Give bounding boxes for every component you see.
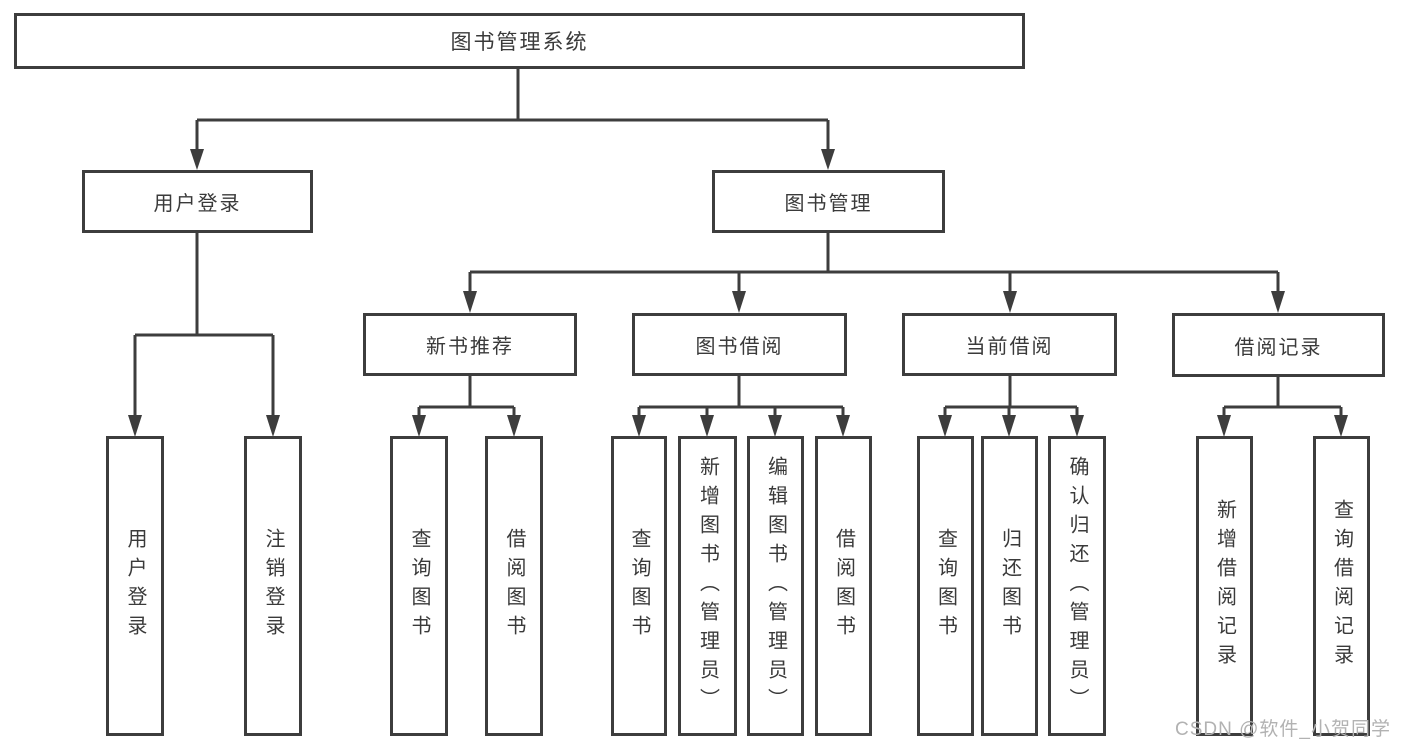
csdn-watermark: CSDN @软件_小贺同学	[1175, 719, 1391, 740]
leaf-borrow-books-borrowing: 借阅图书	[815, 436, 872, 736]
leaf-query-books-current: 查询图书	[917, 436, 974, 736]
node-user-login: 用户登录	[82, 170, 313, 233]
node-borrowing-records: 借阅记录	[1172, 313, 1385, 377]
leaf-add-book-admin: 新增图书（管理员）	[678, 436, 737, 736]
leaf-query-books-recommend: 查询图书	[390, 436, 448, 736]
leaf-query-borrow-record: 查询借阅记录	[1313, 436, 1370, 736]
leaf-edit-book-admin: 编辑图书（管理员）	[747, 436, 804, 736]
leaf-borrow-books-recommend: 借阅图书	[485, 436, 543, 736]
node-book-management: 图书管理	[712, 170, 945, 233]
leaf-logout: 注销登录	[244, 436, 302, 736]
leaf-query-books-borrowing: 查询图书	[611, 436, 667, 736]
leaf-confirm-return-admin: 确认归还（管理员）	[1048, 436, 1106, 736]
leaf-user-login: 用户登录	[106, 436, 164, 736]
leaf-return-books: 归还图书	[981, 436, 1038, 736]
node-new-book-recommendation: 新书推荐	[363, 313, 577, 376]
node-book-borrowing: 图书借阅	[632, 313, 847, 376]
leaf-add-borrow-record: 新增借阅记录	[1196, 436, 1253, 736]
node-current-borrowing: 当前借阅	[902, 313, 1117, 376]
node-library-management-system: 图书管理系统	[14, 13, 1025, 69]
